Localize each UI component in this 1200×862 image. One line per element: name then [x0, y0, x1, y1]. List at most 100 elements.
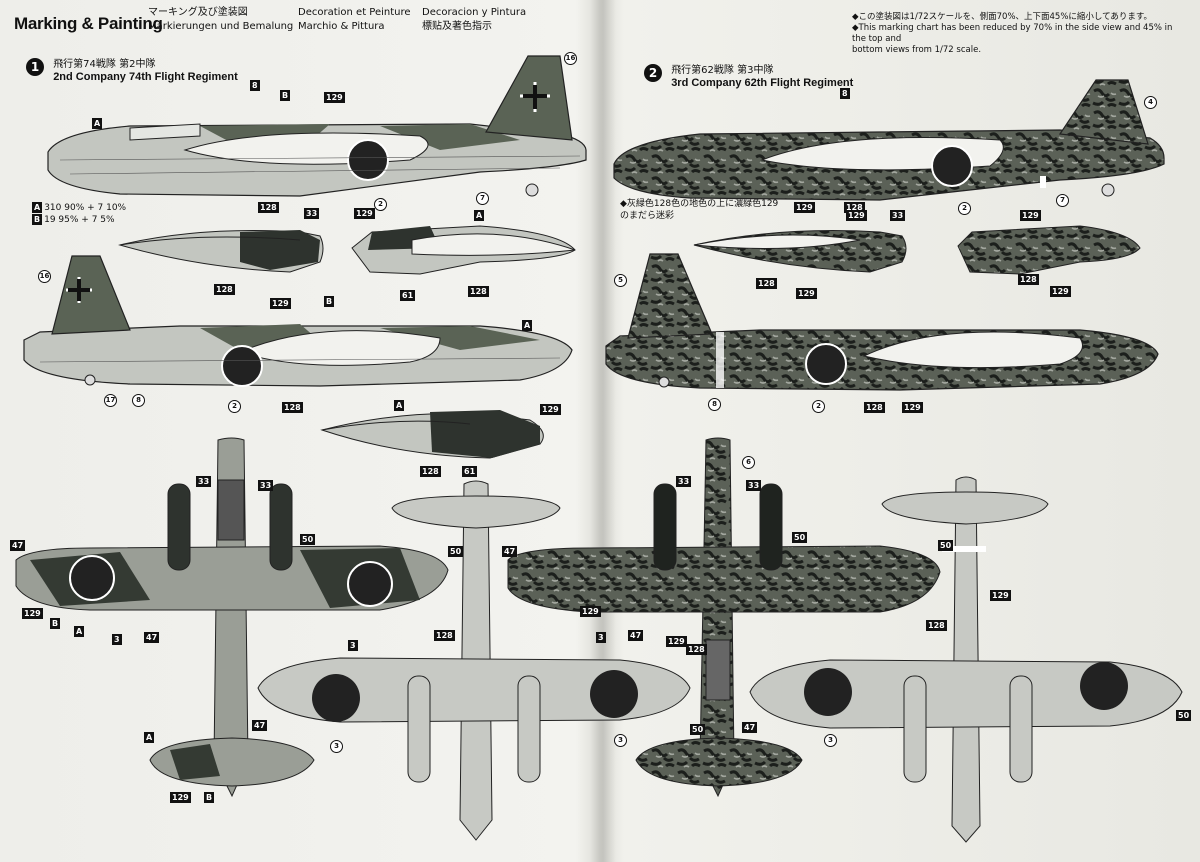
- callout-color-128: 128: [420, 466, 441, 477]
- scheme-2-number: 2: [644, 64, 662, 82]
- callout-color-129: 129: [354, 208, 375, 219]
- callout-decal-33: 33: [196, 476, 212, 487]
- callout-decal-3: 3: [596, 632, 606, 643]
- callout-decal-3: 3: [348, 640, 358, 651]
- callout-decal-16: 16: [564, 52, 577, 65]
- header-lang-col-2: Decoration et Peinture Marchio & Pittura: [298, 7, 411, 32]
- callout-decal-5: 5: [614, 274, 627, 287]
- callout-decal-33: 33: [304, 208, 320, 219]
- callout-decal-50: 50: [792, 532, 808, 543]
- callout-decal-7: 7: [476, 192, 489, 205]
- callout-decal-50: 50: [1176, 710, 1192, 721]
- callout-color-129: 129: [846, 210, 867, 221]
- callout-decal-50: 50: [938, 540, 954, 551]
- callout-color-a: A: [394, 400, 405, 411]
- callout-decal-47: 47: [10, 540, 26, 551]
- callout-color-129: 129: [1050, 286, 1071, 297]
- callout-decal-3: 3: [614, 734, 627, 747]
- callout-decal-33: 33: [258, 480, 274, 491]
- callout-color-129: 129: [324, 92, 345, 103]
- scheme-2-heading: 2 飛行第62戦隊 第3中隊 3rd Company 62th Flight R…: [644, 64, 853, 90]
- callout-color-b: B: [280, 90, 291, 101]
- callout-color-b: B: [204, 792, 215, 803]
- callout-decal-8: 8: [708, 398, 721, 411]
- callout-decal-4: 4: [1144, 96, 1157, 109]
- callout-color-128: 128: [926, 620, 947, 631]
- scheme-2-camo-note: ◆灰緑色128色の地色の上に濃緑色129 のまだら迷彩: [620, 199, 779, 221]
- callout-decal-61: 61: [462, 466, 478, 477]
- callout-decal-33: 33: [676, 476, 692, 487]
- callout-color-128: 128: [468, 286, 489, 297]
- scheme-2-side-view-left: [605, 253, 1159, 391]
- scheme-2-jp: 飛行第62戦隊 第3中隊: [671, 65, 774, 76]
- callout-color-128: 128: [1018, 274, 1039, 285]
- callout-decal-33: 33: [890, 210, 906, 221]
- callout-decal-33: 33: [746, 480, 762, 491]
- callout-decal-2: 2: [228, 400, 241, 413]
- callout-decal-3: 3: [330, 740, 343, 753]
- scheme-1-bottom-view: [257, 480, 691, 841]
- callout-color-129: 129: [540, 404, 561, 415]
- callout-decal-50: 50: [690, 724, 706, 735]
- callout-color-128: 128: [756, 278, 777, 289]
- scheme-2-en: 3rd Company 62th Flight Regiment: [671, 77, 854, 89]
- callout-color-128: 128: [844, 202, 865, 213]
- scheme-1-nacelles: [118, 225, 576, 275]
- scheme-1-en: 2nd Company 74th Flight Regiment: [53, 71, 238, 83]
- callout-decal-50: 50: [300, 534, 316, 545]
- scheme-2-side-view-right: [613, 79, 1165, 201]
- scheme-1-heading: 1 飛行第74戦隊 第2中隊 2nd Company 74th Flight R…: [26, 58, 238, 84]
- callout-color-129: 129: [22, 608, 43, 619]
- scheme-2-top-view: [507, 437, 941, 798]
- callout-color-129: 129: [796, 288, 817, 299]
- callout-color-a: A: [74, 626, 85, 637]
- header-lang-col-3: Decoracion y Pintura 標贴及著色指示: [422, 7, 527, 32]
- callout-decal-47: 47: [144, 632, 160, 643]
- callout-decal-8: 8: [840, 88, 850, 99]
- callout-color-a: A: [92, 118, 103, 129]
- scale-note: ◆この塗装図は1/72スケールを、側面70%、上下面45%に縮小してあります。 …: [852, 12, 1173, 55]
- scheme-2-bottom-view: [749, 476, 1183, 843]
- callout-color-128: 128: [258, 202, 279, 213]
- callout-decal-2: 2: [958, 202, 971, 215]
- callout-color-129: 129: [1020, 210, 1041, 221]
- callout-decal-2: 2: [812, 400, 825, 413]
- callout-color-128: 128: [686, 644, 707, 655]
- callout-color-129: 129: [270, 298, 291, 309]
- callout-color-129: 129: [902, 402, 923, 413]
- header-lang-col-1: マーキング及び塗装図 Markierungen und Bemalung: [148, 7, 294, 32]
- callout-decal-47: 47: [742, 722, 758, 733]
- callout-decal-3: 3: [112, 634, 122, 645]
- callout-color-128: 128: [864, 402, 885, 413]
- scheme-1-nacelle-2: [320, 410, 544, 459]
- scheme-1-side-view-right: [47, 55, 587, 197]
- page-title: Marking & Painting: [14, 14, 163, 33]
- callout-decal-47: 47: [628, 630, 644, 641]
- scheme-1-jp: 飛行第74戦隊 第2中隊: [53, 59, 156, 70]
- callout-decal-7: 7: [1056, 194, 1069, 207]
- callout-decal-2: 2: [374, 198, 387, 211]
- scheme-2-nacelles: [693, 225, 1141, 275]
- callout-decal-8: 8: [132, 394, 145, 407]
- scheme-1-side-view-left: [23, 255, 573, 387]
- callout-color-a: A: [474, 210, 485, 221]
- callout-color-128: 128: [434, 630, 455, 641]
- callout-decal-8: 8: [250, 80, 260, 91]
- callout-decal-16: 16: [38, 270, 51, 283]
- scheme-1-number: 1: [26, 58, 44, 76]
- callout-decal-17: 17: [104, 394, 117, 407]
- callout-decal-50: 50: [448, 546, 464, 557]
- callout-color-b: B: [324, 296, 335, 307]
- scheme-1-top-view: [15, 437, 449, 798]
- callout-color-128: 128: [214, 284, 235, 295]
- callout-color-a: A: [522, 320, 533, 331]
- callout-color-129: 129: [170, 792, 191, 803]
- callout-color-128: 128: [282, 402, 303, 413]
- callout-color-129: 129: [666, 636, 687, 647]
- callout-color-129: 129: [990, 590, 1011, 601]
